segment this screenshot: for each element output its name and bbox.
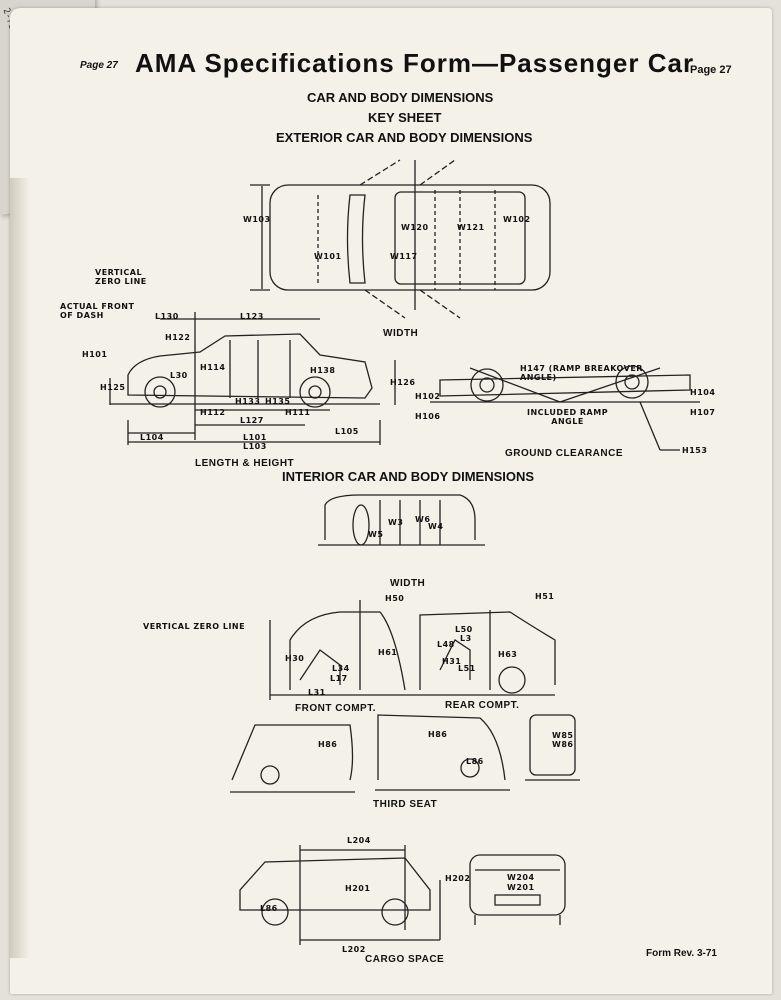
label-l50: L50 [455,625,473,634]
label-h114: H114 [200,363,226,372]
label-w117: W117 [390,252,418,261]
label-h61: H61 [378,648,398,657]
label-l105: L105 [335,427,359,436]
label-w204: W204 [507,873,535,882]
label-l34: L34 [332,664,350,673]
label-h86-b: H86 [428,730,448,739]
label-w201: W201 [507,883,535,892]
label-h31: H31 [442,657,462,666]
page-number-right: Page 27 [690,64,732,76]
label-h122: H122 [165,333,191,342]
label-l127: L127 [240,416,264,425]
label-h202: H202 [445,874,471,883]
label-h112: H112 [200,408,226,417]
side-view-car-drawing [109,312,396,445]
label-l48: L48 [437,640,455,649]
label-h63: H63 [498,650,518,659]
label-l3: L3 [460,634,472,643]
caption-width-interior: WIDTH [390,578,426,589]
label-w85: W85 [552,731,574,740]
label-w103: W103 [243,215,271,224]
key-sheet-heading: KEY SHEET [368,110,442,125]
interior-width-drawing [318,494,485,546]
third-seat-drawing [230,714,580,793]
caption-rear-compt: REAR COMPT. [445,700,520,711]
caption-cargo-space: CARGO SPACE [365,954,445,965]
label-l86: L86 [466,757,484,766]
page-title: AMA Specifications Form—Passenger Car [135,48,695,78]
label-w101: W101 [314,252,342,261]
section-heading: CAR AND BODY DIMENSIONS [307,90,494,105]
label-h133: H133 [235,397,261,406]
caption-length-height: LENGTH & HEIGHT [195,458,295,469]
label-l86-cargo: L86 [260,904,278,913]
label-l31: L31 [308,688,326,697]
label-h147: H147 (RAMP BREAKOVER ANGLE) [520,364,643,382]
front-compartment-drawing [269,600,555,700]
label-h153: H153 [682,446,708,455]
label-l104: L104 [140,433,164,442]
label-h111: H111 [285,408,311,417]
label-l202: L202 [342,945,366,954]
label-vertical-zero: VERTICAL ZERO LINE [95,268,147,286]
label-included-ramp: INCLUDED RAMP ANGLE [527,408,609,426]
label-h51: H51 [535,592,555,601]
label-l123: L123 [240,312,264,321]
label-h50: H50 [385,594,405,603]
label-l204: L204 [347,836,371,845]
label-actual-front: ACTUAL FRONT OF DASH [60,302,135,320]
label-h125: H125 [100,383,126,392]
label-h102: H102 [415,392,441,401]
chassis-drawing [430,365,700,451]
caption-width: WIDTH [383,328,419,339]
label-vertical-zero-line: VERTICAL ZERO LINE [143,622,246,631]
label-h107: H107 [690,408,716,417]
label-w5: W5 [368,530,384,539]
rear-compartment-drawing [419,610,556,694]
label-h30: H30 [285,654,305,663]
label-w86: W86 [552,740,574,749]
label-w102: W102 [503,215,531,224]
form-revision: Form Rev. 3-71 [646,948,717,959]
label-w3: W3 [388,518,404,527]
cargo-space-drawing [239,845,566,945]
label-l101: L101 [243,433,267,442]
label-l130: L130 [155,312,179,321]
label-w121: W121 [457,223,485,232]
page-curl-shadow [10,178,30,958]
label-h126: H126 [390,378,416,387]
label-h135: H135 [265,397,291,406]
label-l30: L30 [170,371,188,380]
document-page [10,8,772,994]
label-h86-a: H86 [318,740,338,749]
exterior-heading: EXTERIOR CAR AND BODY DIMENSIONS [276,130,533,145]
label-l51: L51 [458,664,476,673]
label-l103: L103 [243,442,267,451]
top-view-car-drawing [250,159,551,319]
caption-front-compt: FRONT COMPT. [295,703,376,714]
interior-heading: INTERIOR CAR AND BODY DIMENSIONS [282,469,535,484]
label-h106: H106 [415,412,441,421]
label-w4: W4 [428,522,444,531]
label-w120: W120 [401,223,429,232]
caption-ground-clearance: GROUND CLEARANCE [505,448,623,459]
label-h138: H138 [310,366,336,375]
label-l17: L17 [330,674,348,683]
label-h104: H104 [690,388,716,397]
label-h101: H101 [82,350,108,359]
label-h201: H201 [345,884,371,893]
label-w6: W6 [415,515,431,524]
caption-third-seat: THIRD SEAT [373,799,438,810]
page-number-left: Page 27 [80,60,118,71]
